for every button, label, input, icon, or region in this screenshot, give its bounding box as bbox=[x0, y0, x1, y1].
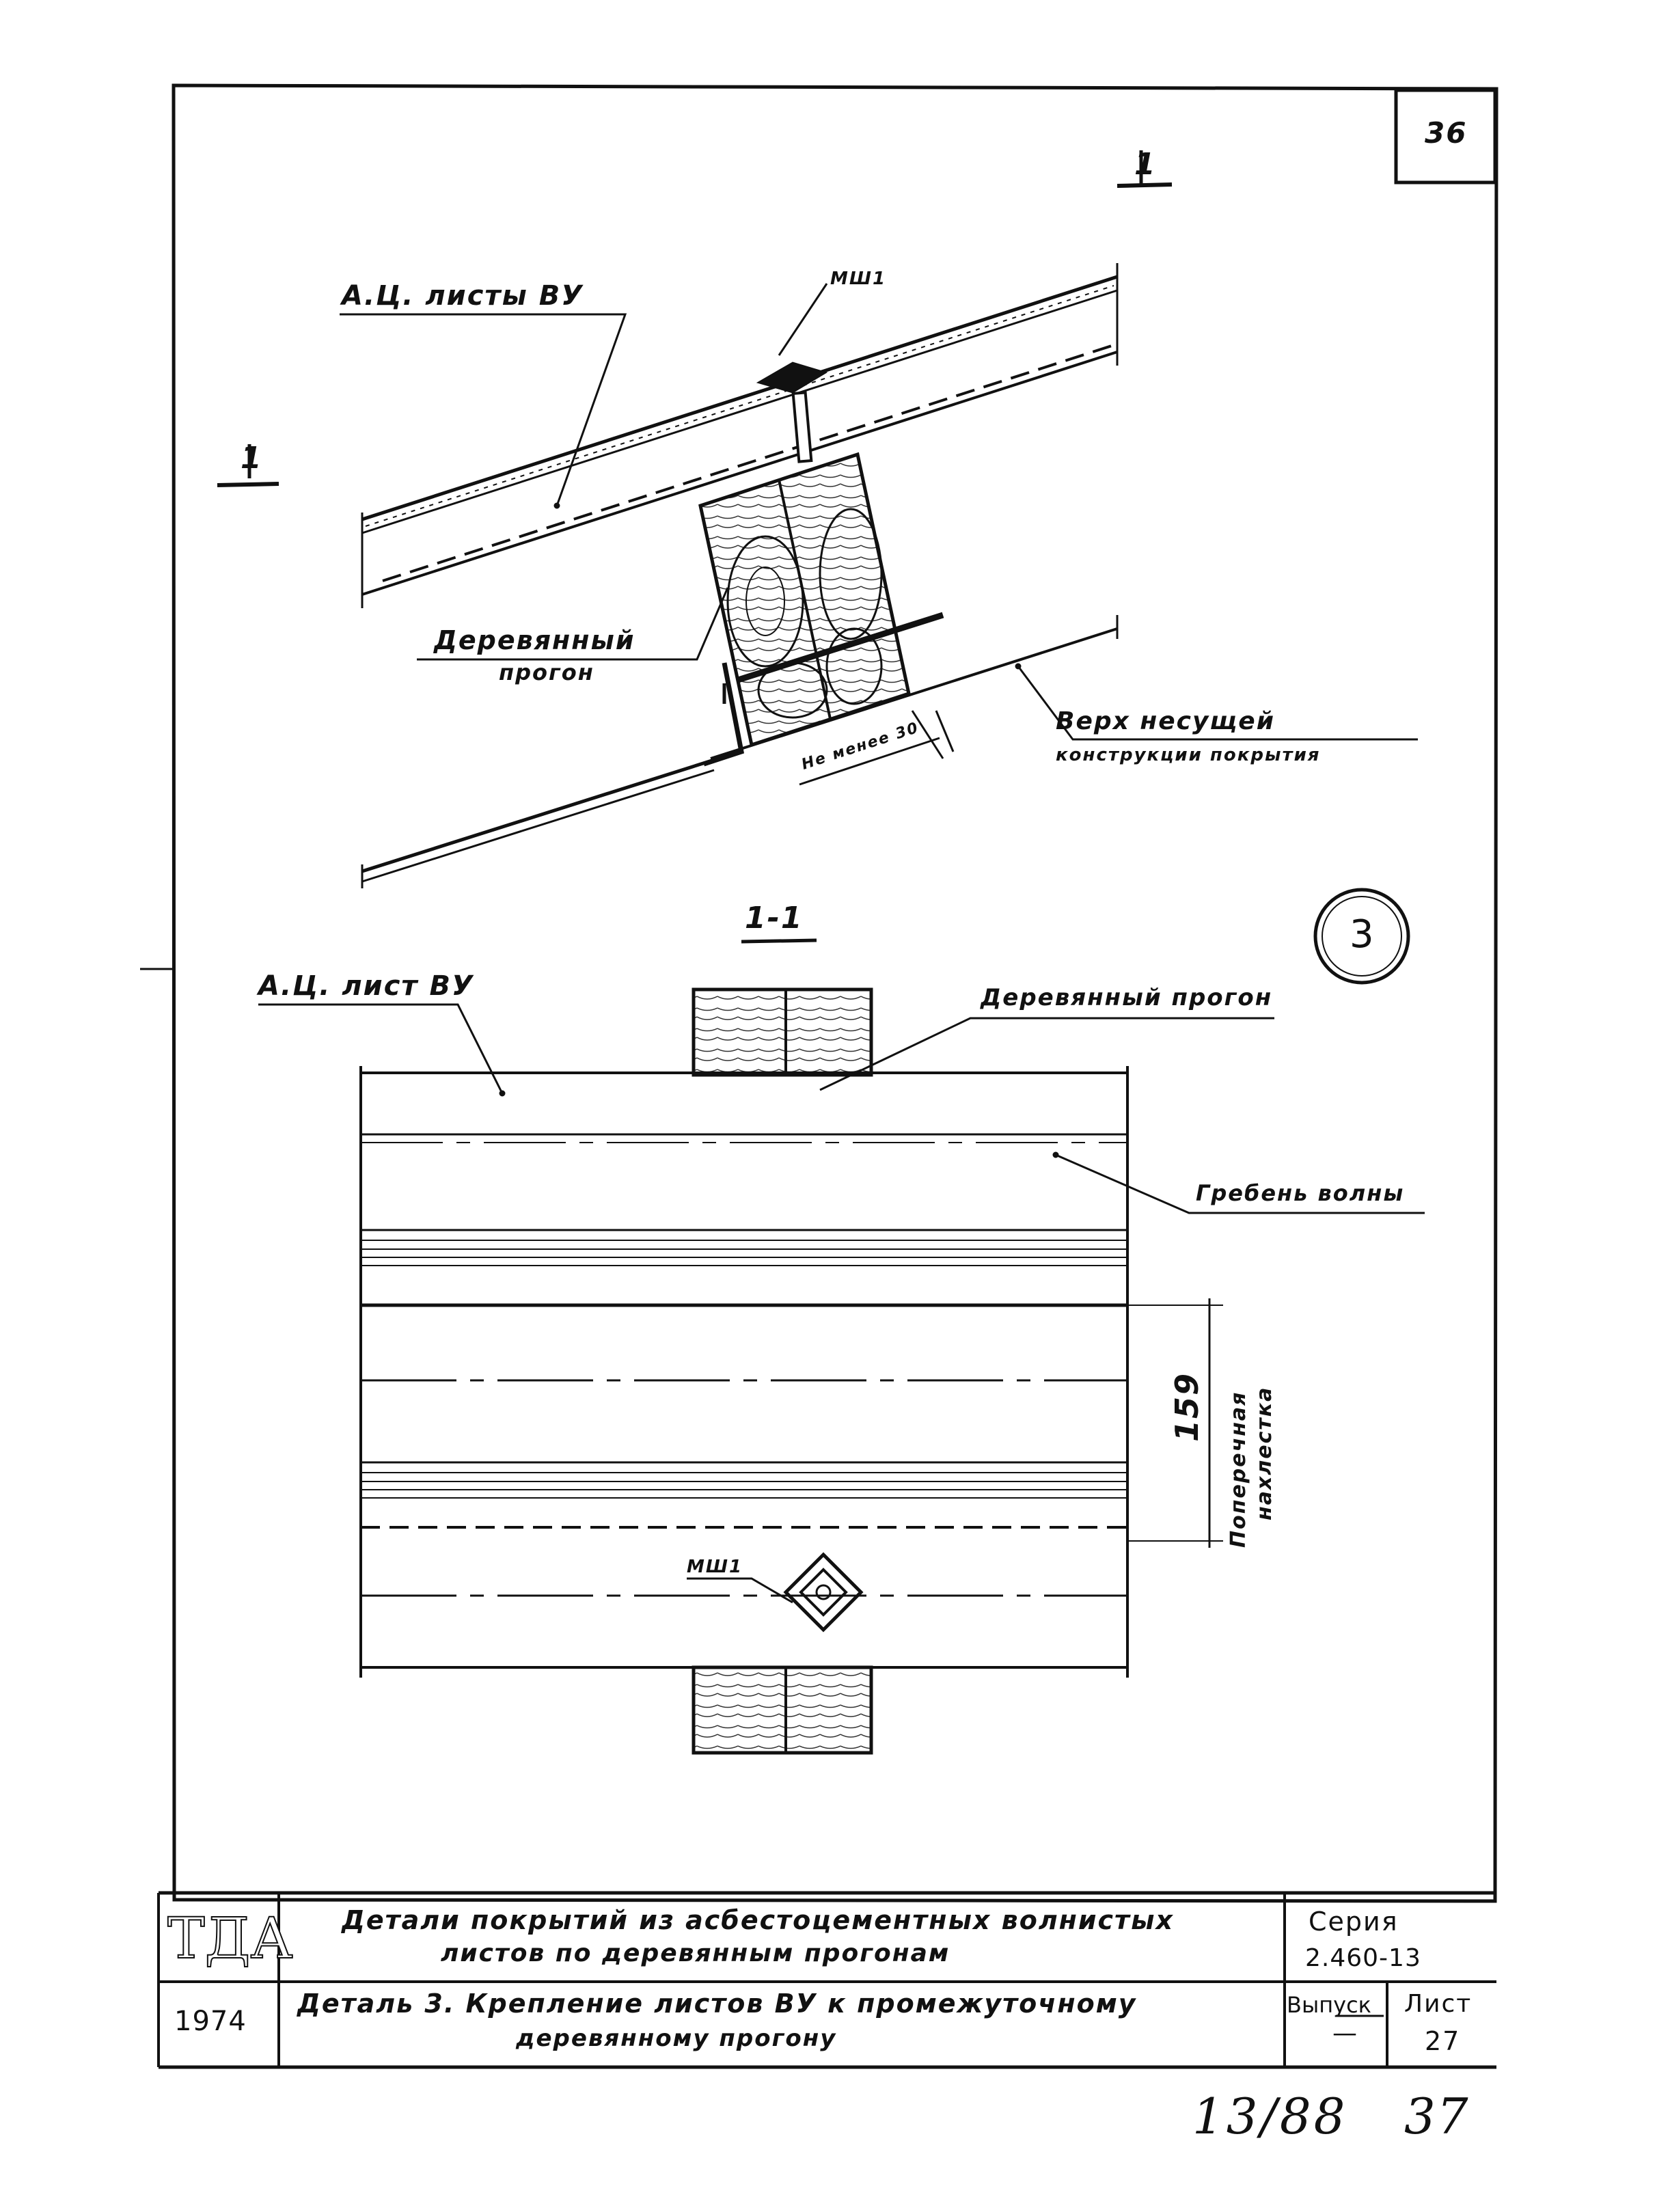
handwritten-number-right: 37 bbox=[1404, 2088, 1470, 2145]
section-mark-left-label: 1 bbox=[241, 441, 263, 476]
org-logo-text: ТДА bbox=[167, 1906, 293, 1972]
label-crest: Гребень волны bbox=[1196, 1180, 1405, 1206]
dimension-159 bbox=[1127, 1298, 1223, 1548]
handwritten-number-left: 13/88 bbox=[1192, 2088, 1348, 2145]
issue-value: — bbox=[1332, 2019, 1358, 2047]
section-mark-left bbox=[217, 444, 279, 487]
label-bolt-section: МШ1 bbox=[687, 1557, 743, 1577]
label-top-structure-2: конструкции покрытия bbox=[1056, 745, 1321, 765]
detail-marker-circle bbox=[1313, 888, 1410, 985]
label-purlin-upper-2: прогон bbox=[499, 659, 594, 685]
detail-line-2: деревянному прогону bbox=[516, 2025, 837, 2052]
label-sheets-upper: А.Ц. листы ВУ bbox=[342, 280, 584, 312]
label-bolt-upper: МШ1 bbox=[830, 269, 887, 289]
detail-line-1: Деталь 3. Крепление листов ВУ к промежут… bbox=[297, 1989, 1137, 2019]
sheet-frame bbox=[140, 83, 1498, 1903]
title-line-1: Детали покрытий из асбестоцементных волн… bbox=[342, 1905, 1174, 1935]
leaders-section bbox=[258, 1003, 1425, 1604]
section-mark-top bbox=[1117, 150, 1173, 188]
dimension-min-30 bbox=[799, 710, 955, 786]
asbestos-sheet-upper bbox=[361, 263, 1119, 608]
title-line-2: листов по деревянным прогонам bbox=[441, 1939, 950, 1967]
sheet-value: 27 bbox=[1425, 2026, 1461, 2056]
series-value: 2.460-13 bbox=[1305, 1944, 1421, 1972]
bearing-structure-line bbox=[361, 615, 1119, 888]
dimension-label-2: нахлестка bbox=[1252, 1386, 1276, 1520]
purlin-section-bottom bbox=[692, 1665, 873, 1755]
label-sheets-section: А.Ц. лист ВУ bbox=[258, 970, 474, 1002]
year-text: 1974 bbox=[174, 2006, 247, 2037]
detail-marker-number: 3 bbox=[1350, 912, 1375, 957]
section-mark-top-label: 1 bbox=[1134, 147, 1157, 182]
purlin-section-top bbox=[692, 987, 873, 1077]
page-number: 36 bbox=[1425, 116, 1468, 150]
sheet-label: Лист bbox=[1404, 1990, 1473, 2018]
bolt-upper bbox=[756, 283, 828, 463]
dimension-159-value: 159 bbox=[1168, 1371, 1205, 1442]
wooden-purlin-upper bbox=[698, 452, 944, 767]
section-1-1-title: 1-1 bbox=[745, 901, 804, 936]
label-top-structure-1: Верх несущей bbox=[1056, 707, 1275, 735]
label-purlin-section: Деревянный прогон bbox=[981, 984, 1273, 1011]
series-label: Серия bbox=[1309, 1907, 1399, 1937]
upper-roof-view bbox=[217, 150, 1418, 888]
dimension-label-1: Поперечная bbox=[1227, 1391, 1250, 1548]
label-purlin-upper-1: Деревянный bbox=[434, 625, 635, 655]
bolt-diamond bbox=[783, 1552, 864, 1633]
issue-label: Выпуск bbox=[1287, 1992, 1371, 2018]
sheet-plan bbox=[359, 1066, 1129, 1678]
section-1-1-view bbox=[258, 938, 1425, 1755]
leaders-upper bbox=[340, 313, 1418, 741]
title-block-lines bbox=[157, 1891, 1496, 2069]
